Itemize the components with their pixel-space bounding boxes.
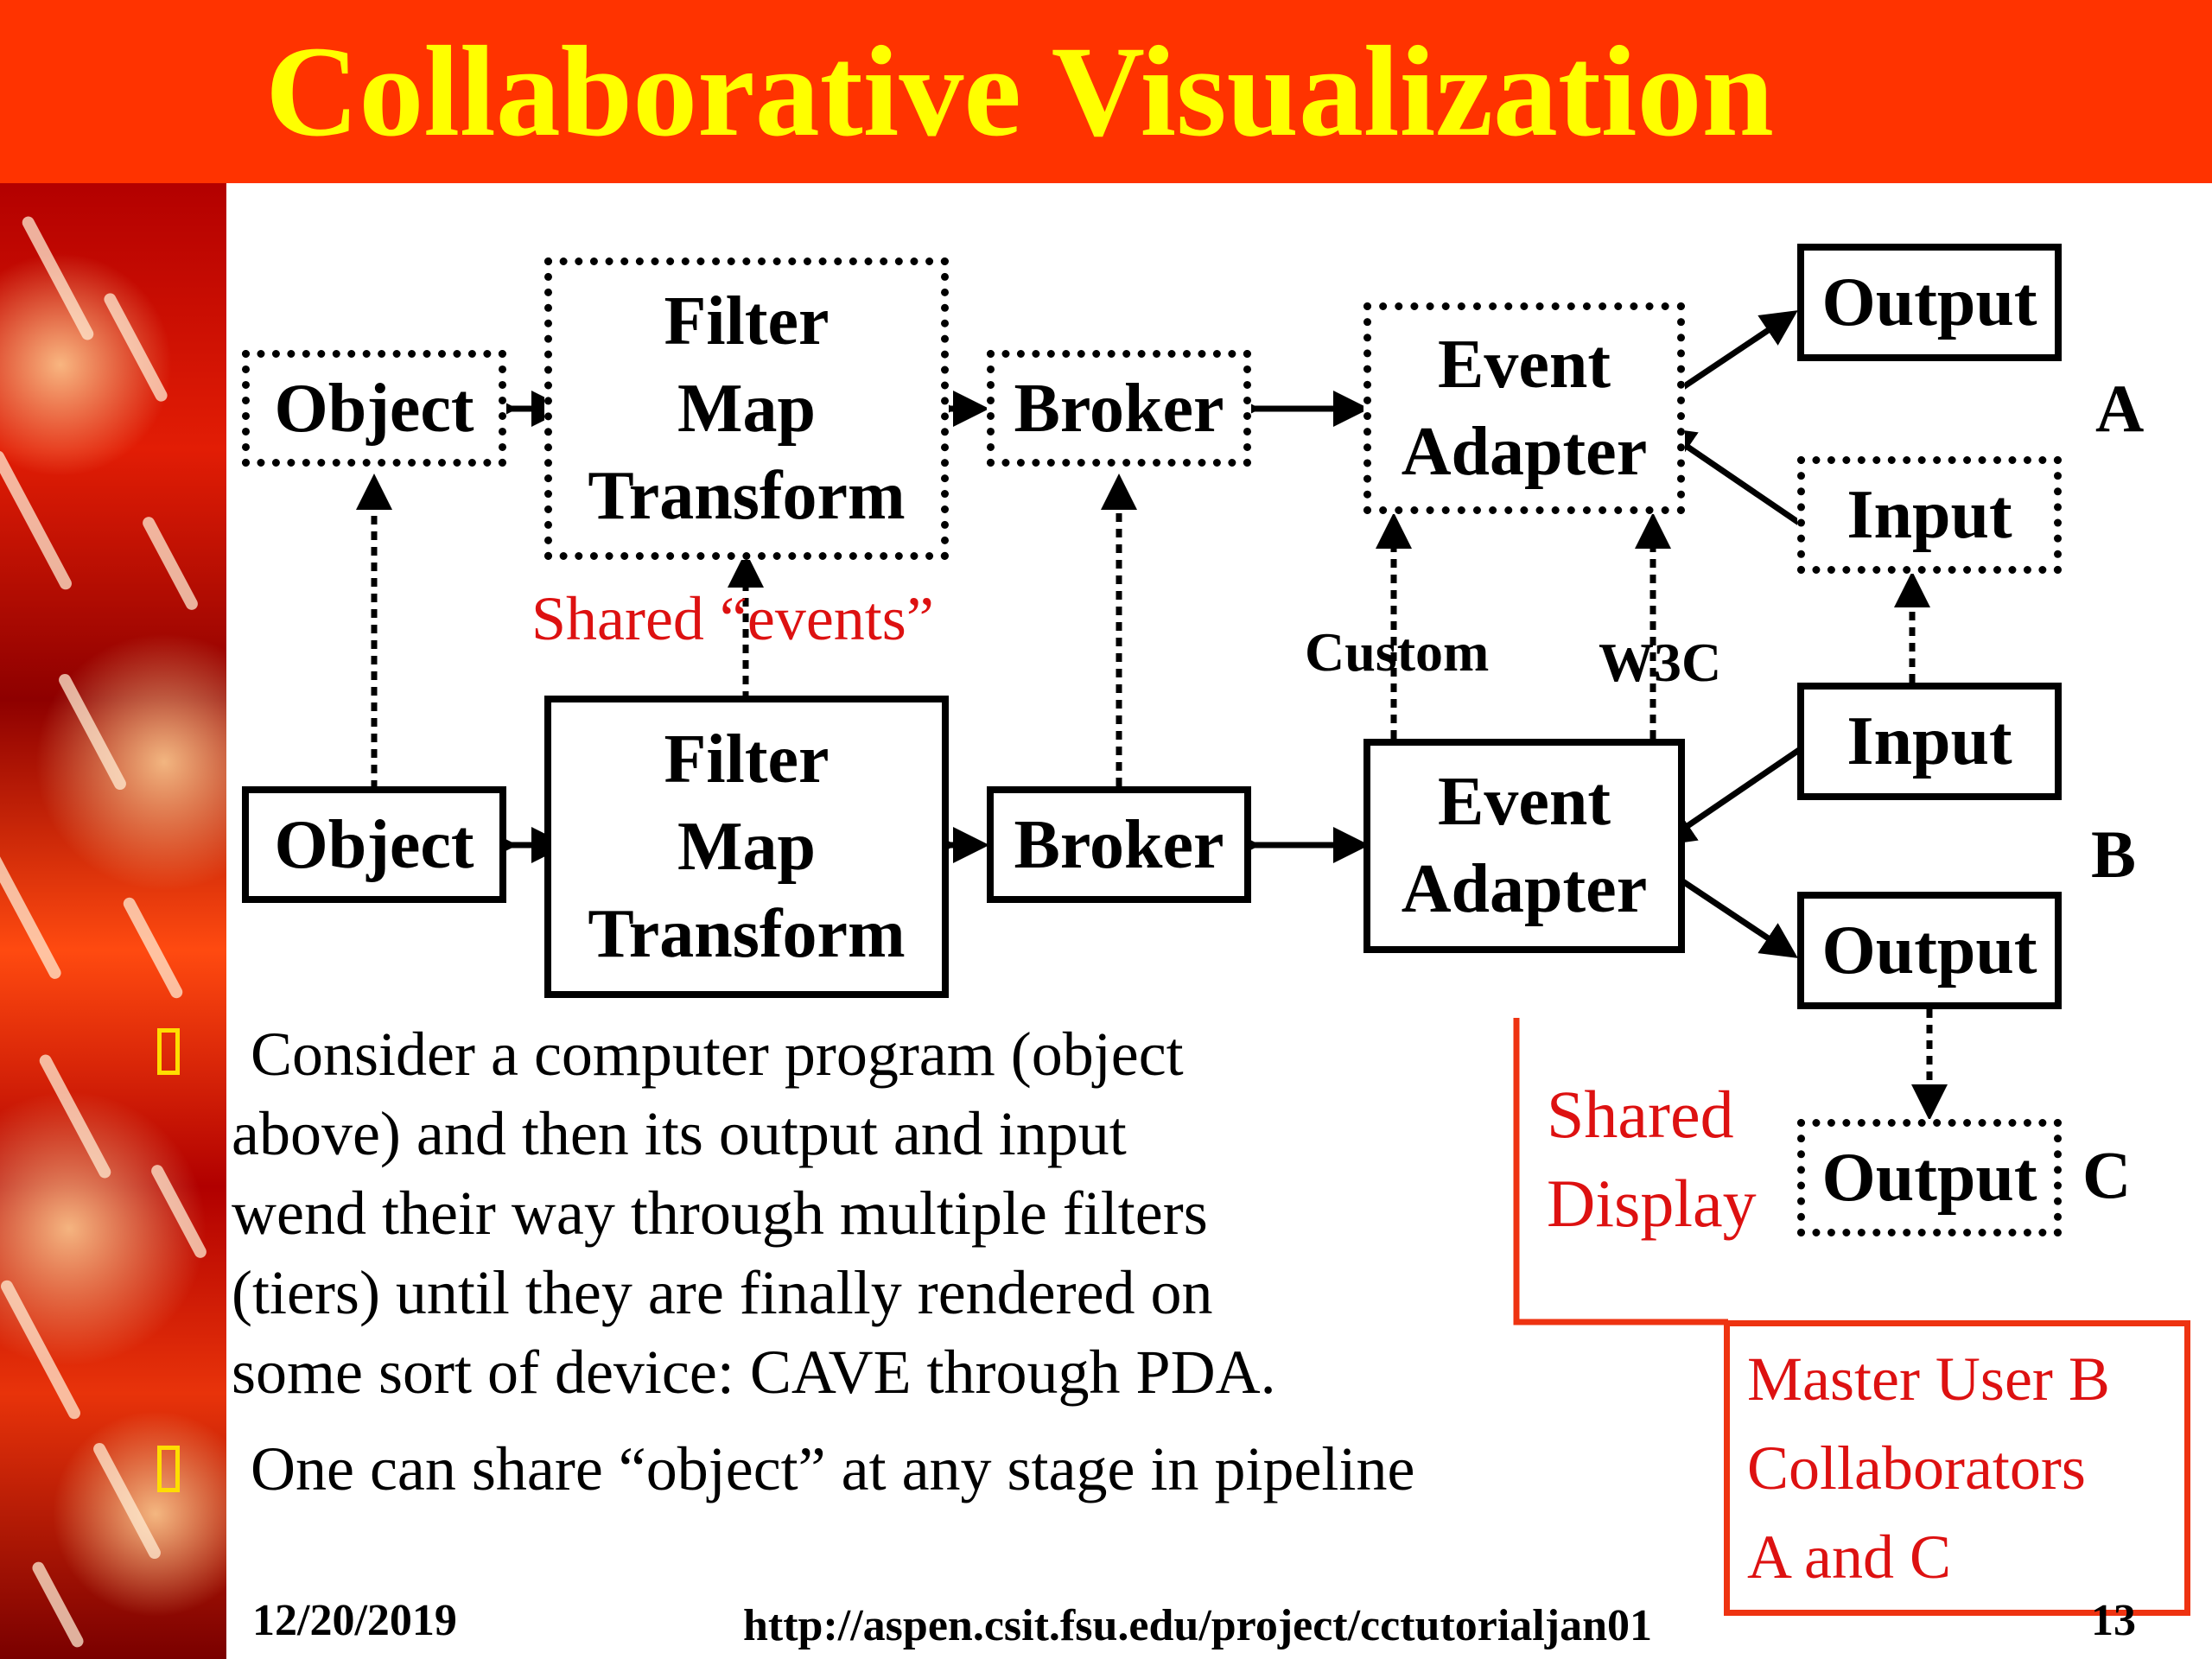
input-box-a: Input [1797, 456, 2062, 574]
filter-box-a: Filter Map Transform [544, 257, 949, 560]
bullet-box-icon [157, 1028, 180, 1075]
footer-date: 12/20/2019 [252, 1596, 457, 1645]
filter-line-2-a: Map [677, 370, 816, 447]
broker-box-a: Broker [987, 350, 1251, 467]
output-box-c: Output [1797, 1119, 2062, 1236]
output-label-b: Output [1821, 912, 2037, 988]
master-user-note: Master User B Collaborators A and C [1724, 1320, 2190, 1616]
object-label-b: Object [274, 806, 474, 883]
bullet-1-line-4: (tiers) until they are finally rendered … [232, 1258, 1213, 1327]
footer-page-number: 13 [2091, 1596, 2136, 1645]
event-adapter-line-2-b: Adapter [1401, 851, 1648, 927]
event-adapter-box-a: Event Adapter [1363, 302, 1685, 514]
footer-url: http://aspen.csit.fsu.edu/project/cctuto… [743, 1601, 1652, 1650]
bullet-1-line-5: some sort of device: CAVE through PDA. [232, 1338, 1276, 1407]
output-box-a: Output [1797, 244, 2062, 361]
event-adapter-line-1-b: Event [1438, 764, 1611, 840]
broker-label-b: Broker [1014, 806, 1224, 883]
bullet-1: Consider a computer program (object abov… [232, 1014, 1276, 1412]
broker-label-a: Broker [1014, 370, 1224, 447]
user-a-label: A [2095, 371, 2145, 446]
object-label-a: Object [274, 370, 474, 447]
custom-label: Custom [1305, 621, 1490, 683]
bullet-1-line-3: wend their way through multiple filters [232, 1179, 1208, 1248]
filter-line-1-a: Filter [664, 283, 830, 359]
w3c-label: W3C [1599, 632, 1722, 693]
bullet-1-line-2: above) and then its output and input [232, 1099, 1127, 1168]
object-box-a: Object [242, 350, 506, 467]
master-note-line-3: A and C [1747, 1522, 1952, 1592]
filter-line-2-b: Map [677, 808, 816, 885]
output-box-b: Output [1797, 892, 2062, 1009]
user-b-label: B [2091, 817, 2137, 892]
decorative-side-image [0, 183, 226, 1659]
filter-box-b: Filter Map Transform [544, 696, 949, 998]
shared-display-line-2: Display [1547, 1166, 1757, 1241]
object-box-b: Object [242, 786, 506, 903]
filter-line-1-b: Filter [664, 721, 830, 798]
title-bar [0, 0, 2212, 183]
shared-events-label: Shared “events” [531, 584, 934, 653]
filter-line-3-b: Transform [588, 895, 906, 972]
filter-line-3-a: Transform [588, 457, 906, 534]
event-adapter-line-1-a: Event [1438, 326, 1611, 403]
event-adapter-box-b: Event Adapter [1363, 739, 1685, 953]
master-note-line-2: Collaborators [1747, 1433, 2086, 1503]
user-c-label: C [2082, 1137, 2132, 1212]
input-box-b: Input [1797, 683, 2062, 800]
broker-box-b: Broker [987, 786, 1251, 903]
bullet-2: One can share “object” at any stage in p… [235, 1429, 1414, 1509]
bullet-2-line-1: One can share “object” at any stage in p… [235, 1434, 1415, 1503]
output-label-c: Output [1821, 1140, 2037, 1216]
shared-display-line-1: Shared [1547, 1077, 1734, 1152]
input-label-a: Input [1847, 477, 2012, 553]
bullet-1-line-1: Consider a computer program (object [235, 1020, 1184, 1089]
slide-title: Collaborative Visualization [265, 20, 1774, 163]
output-label-a: Output [1821, 264, 2037, 340]
master-note-line-1: Master User B [1747, 1344, 2110, 1414]
input-label-b: Input [1847, 703, 2012, 779]
event-adapter-line-2-a: Adapter [1401, 413, 1648, 490]
bullet-box-icon [157, 1446, 180, 1492]
